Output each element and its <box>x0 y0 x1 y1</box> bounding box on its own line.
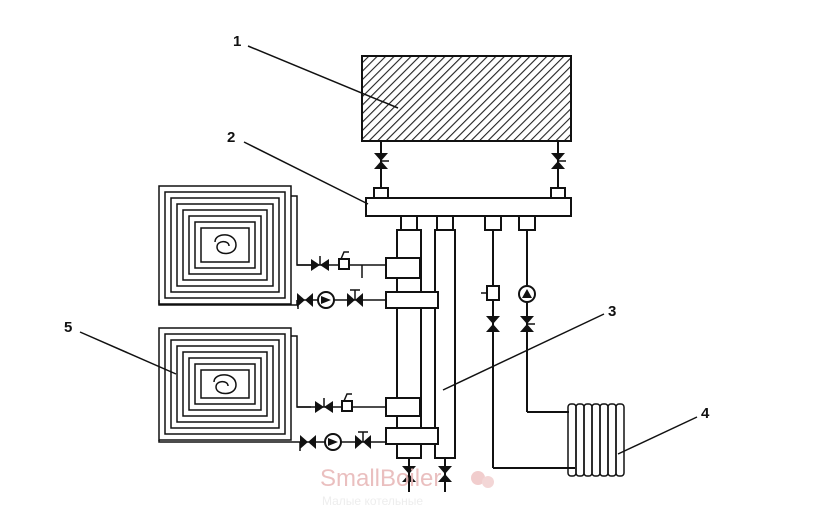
heater-branch-right <box>518 230 569 413</box>
label-manifold: 3 <box>608 303 616 320</box>
leader-line-5 <box>79 331 177 375</box>
label-floor-loop: 5 <box>64 319 72 336</box>
leader-line-1 <box>247 45 399 109</box>
watermark-subtitle: Малые котельные <box>322 494 423 508</box>
distributor-header <box>365 197 572 217</box>
label-heater-coil: 4 <box>701 405 710 422</box>
manifold <box>385 229 456 492</box>
header-nozzle <box>400 215 418 231</box>
header-nozzle <box>518 215 536 231</box>
leader-line-4 <box>617 416 698 455</box>
header-nozzle <box>484 215 502 231</box>
label-radiator: 1 <box>233 33 241 50</box>
leader-line-2 <box>243 141 369 205</box>
radiator-left-valve <box>373 141 389 201</box>
label-distributor: 2 <box>227 129 235 146</box>
radiator <box>361 55 572 142</box>
lower-supply-fittings <box>297 431 386 451</box>
floor-loop-upper <box>158 185 311 306</box>
watermark-brand: SmallBoiler <box>320 465 441 492</box>
heater-coil <box>567 403 625 477</box>
upper-supply-fittings <box>297 289 386 309</box>
heater-branch-left <box>481 230 575 469</box>
leader-line-3 <box>442 313 605 391</box>
lower-return-fittings <box>297 393 386 413</box>
header-nozzle <box>436 215 454 231</box>
upper-return-fittings <box>297 251 386 278</box>
radiator-right-valve <box>550 141 566 201</box>
watermark: SmallBoiler Малые котельные <box>320 465 494 508</box>
floor-loop-lower <box>158 327 311 443</box>
